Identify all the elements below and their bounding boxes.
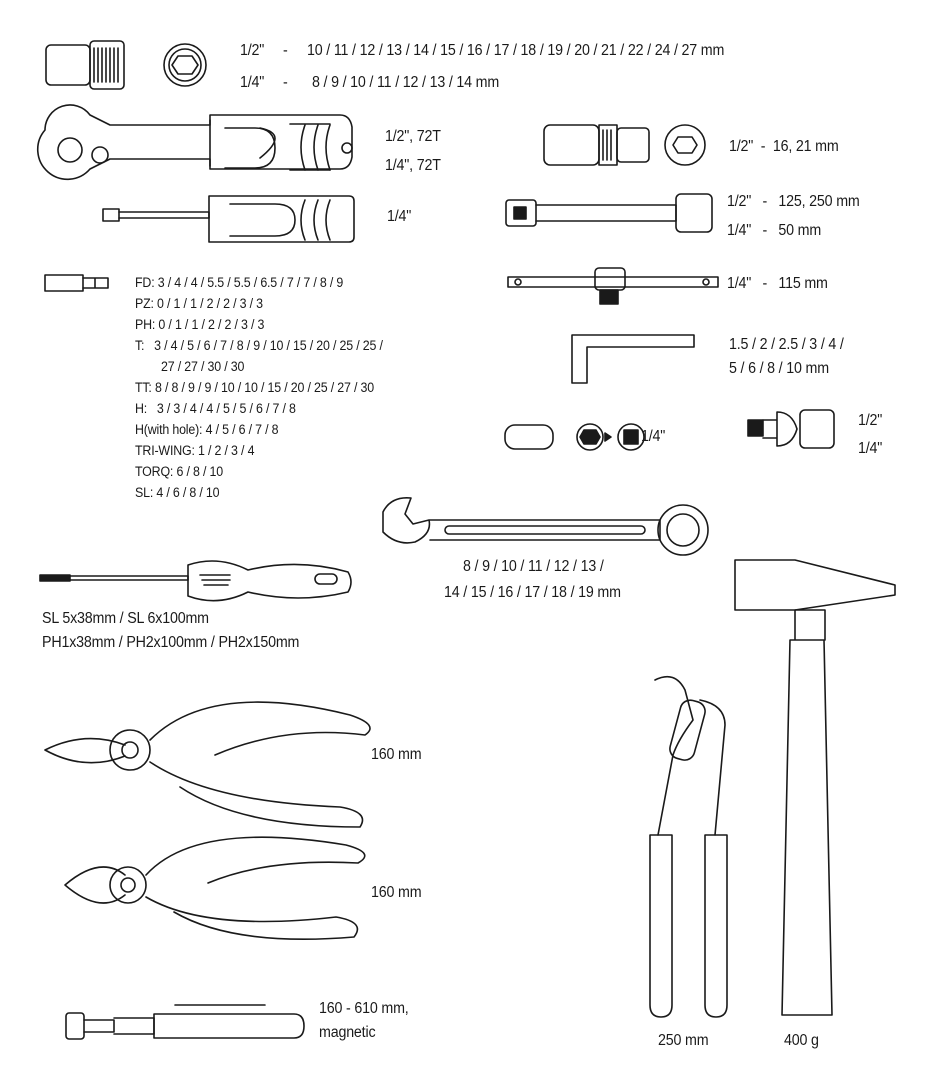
extension-bar-icon: [505, 193, 713, 233]
hammer-label: 400 g: [784, 1032, 819, 1049]
socket-quarter-sizes: 8 / 9 / 10 / 11 / 12 / 13 / 14 mm: [312, 74, 500, 91]
t-bar-label: 1/4" - 115 mm: [727, 275, 828, 292]
screwdriver-icon: [39, 560, 352, 602]
screwdriver-handle-icon: [102, 195, 355, 243]
pickup-tool-icon: [65, 1004, 305, 1040]
socket-quarter-sep: -: [283, 74, 288, 91]
wrench-sizes-2: 14 / 15 / 16 / 17 / 18 / 19 mm: [444, 584, 621, 601]
screwdrivers-label-2: PH1x38mm / PH2x100mm / PH2x150mm: [42, 634, 300, 651]
bits-ph: PH: 0 / 1 / 1 / 2 / 2 / 3 / 3: [135, 317, 265, 332]
ratchet-quarter-label: 1/4", 72T: [385, 157, 441, 174]
bits-h: H: 3 / 3 / 4 / 4 / 5 / 5 / 6 / 7 / 8: [135, 401, 296, 416]
hammer-icon: [734, 559, 896, 1016]
bits-t: T: 3 / 4 / 5 / 6 / 7 / 8 / 9 / 10 / 15 /…: [135, 338, 383, 353]
bits-tri-wing: TRI-WING: 1 / 2 / 3 / 4: [135, 443, 255, 458]
wrench-sizes-1: 8 / 9 / 10 / 11 / 12 / 13 /: [463, 558, 604, 575]
extension-half-label: 1/2" - 125, 250 mm: [727, 193, 860, 210]
combination-pliers-icon: [44, 701, 371, 828]
pickup-tool-label-2: magnetic: [319, 1024, 376, 1041]
bit-icon: [44, 274, 109, 292]
screwdrivers-label-1: SL 5x38mm / SL 6x100mm: [42, 610, 209, 627]
side-cutters-icon: [64, 836, 366, 941]
bits-pz: PZ: 0 / 1 / 1 / 2 / 2 / 3 / 3: [135, 296, 263, 311]
bits-sl: SL: 4 / 6 / 8 / 10: [135, 485, 220, 500]
adapter-label: 1/4": [641, 428, 666, 445]
bits-torq: TORQ: 6 / 8 / 10: [135, 464, 223, 479]
hex-keys-label-1: 1.5 / 2 / 2.5 / 3 / 4 /: [729, 336, 844, 353]
universal-joint-icon: [747, 409, 835, 449]
water-pump-pliers-label: 250 mm: [658, 1032, 709, 1049]
ratchet-half-label: 1/2", 72T: [385, 128, 441, 145]
water-pump-pliers-icon: [649, 675, 728, 1018]
bits-fd: FD: 3 / 4 / 4 / 5.5 / 5.5 / 6.5 / 7 / 7 …: [135, 275, 344, 290]
extension-quarter-label: 1/4" - 50 mm: [727, 222, 822, 239]
bits-h-hole: H(with hole): 4 / 5 / 6 / 7 / 8: [135, 422, 279, 437]
t-bar-icon: [507, 267, 719, 305]
ratchet-icon: [36, 104, 353, 181]
bits-t-cont: 27 / 27 / 30 / 30: [161, 359, 245, 374]
side-cutters-label: 160 mm: [371, 884, 422, 901]
universal-joint-label-1: 1/2": [858, 412, 883, 429]
deep-socket-icon: [543, 124, 706, 166]
socket-half-drive: 1/2": [240, 42, 265, 59]
hex-key-icon: [571, 334, 695, 384]
socket-icon: [45, 40, 207, 90]
adapter-icon: [504, 423, 645, 451]
socket-half-sep: -: [283, 42, 288, 59]
socket-quarter-drive: 1/4": [240, 74, 265, 91]
pickup-tool-label-1: 160 - 610 mm,: [319, 1000, 409, 1017]
combination-wrench-icon: [382, 496, 709, 556]
hex-keys-label-2: 5 / 6 / 8 / 10 mm: [729, 360, 829, 377]
spark-plug-socket-label: 1/2" - 16, 21 mm: [729, 138, 839, 155]
combination-pliers-label: 160 mm: [371, 746, 422, 763]
bits-tt: TT: 8 / 8 / 9 / 9 / 10 / 10 / 15 / 20 / …: [135, 380, 374, 395]
socket-half-sizes: 10 / 11 / 12 / 13 / 14 / 15 / 16 / 17 / …: [307, 42, 725, 59]
universal-joint-label-2: 1/4": [858, 440, 883, 457]
screwdriver-handle-label: 1/4": [387, 208, 412, 225]
